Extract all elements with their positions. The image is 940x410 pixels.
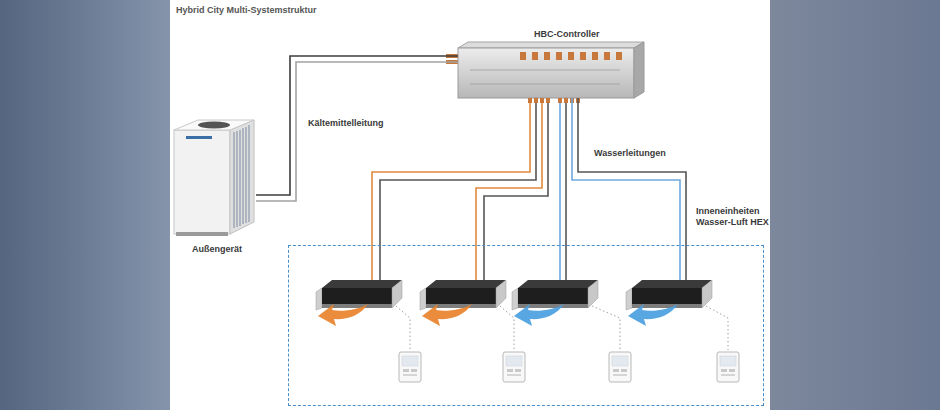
outdoor-unit-drawing-part	[249, 125, 250, 222]
indoor-units	[316, 280, 712, 310]
water-pipes-part	[679, 245, 681, 282]
hbc-controller-drawing-part	[634, 42, 644, 98]
pipe-line	[256, 56, 458, 195]
outdoor-unit-drawing-part	[198, 122, 230, 129]
outdoor-unit-drawing-part	[237, 131, 238, 227]
hbc-controller-drawing-part	[616, 52, 622, 60]
indoor-units-part	[316, 280, 402, 310]
outdoor-unit-drawing-part	[230, 120, 254, 234]
control-wiring-part	[396, 306, 410, 350]
node-label: HBC-Controller	[534, 29, 600, 40]
control-wiring-part	[592, 306, 620, 350]
wall-controllers-part	[399, 352, 421, 382]
pipe-label: Kältemittelleitung	[306, 118, 386, 129]
node-label: Inneneinheiten Wasser-Luft HEX	[696, 206, 782, 228]
outdoor-unit-drawing-part	[246, 127, 247, 223]
hbc-controller-drawing-part	[580, 52, 586, 60]
airflow-arrows-part	[514, 304, 564, 326]
hbc-controller-drawing-part	[592, 52, 598, 60]
water-pipes-part	[685, 245, 687, 282]
hbc-controller-drawing-part	[604, 52, 610, 60]
control-wiring-part	[500, 306, 514, 350]
wall-controllers	[399, 352, 739, 382]
outdoor-unit-drawing-part	[243, 128, 244, 224]
hbc-controller-drawing-part	[520, 52, 526, 60]
wall-controllers-part	[503, 352, 525, 382]
node-label: Außengerät	[192, 244, 242, 255]
outdoor-unit-drawing-part	[186, 136, 212, 139]
water-pipes-part	[565, 103, 567, 282]
hbc-controller-drawing-part	[470, 70, 620, 71]
outdoor-unit-drawing-part	[234, 132, 235, 228]
indoor-unit-group: Inneneinheiten Wasser-Luft HEX	[288, 245, 764, 406]
hbc-controller-drawing-part	[458, 42, 644, 48]
indoor-units-part	[512, 280, 598, 310]
pipe-connector	[572, 98, 686, 245]
hbc-controller-drawing-part	[564, 98, 568, 103]
outdoor-unit-drawing-part	[240, 130, 241, 226]
water-pipes-part	[372, 103, 530, 282]
pipe-line	[578, 98, 686, 245]
airflow-arrows-part	[318, 304, 368, 326]
water-pipes-part	[380, 103, 536, 282]
diagram-title: Hybrid City Multi-Systemstruktur	[176, 5, 317, 16]
outdoor-unit-drawing-part	[176, 232, 228, 236]
hbc-controller-drawing-part	[544, 52, 550, 60]
hbc-controller: HBC-Controller	[458, 48, 644, 98]
airflow-arrows	[318, 304, 678, 326]
backdrop-right	[770, 0, 940, 410]
water-pipes-part	[559, 103, 561, 282]
wall-controllers-part	[717, 352, 739, 382]
pipe-label: Wasserleitungen	[592, 148, 668, 159]
airflow-arrows-part	[422, 304, 472, 326]
control-wiring-part	[706, 306, 728, 350]
control-wiring	[396, 306, 728, 350]
outdoor-unit-drawing-part	[174, 130, 230, 234]
hbc-controller-drawing-part	[532, 52, 538, 60]
indoor-units-part	[420, 280, 506, 310]
hbc-controller-drawing-part	[568, 52, 574, 60]
hbc-controller-drawing-part	[546, 98, 550, 103]
pipe-connector	[256, 56, 458, 201]
wall-controllers-part	[609, 352, 631, 382]
hbc-controller-drawing	[446, 42, 644, 103]
outdoor-unit-drawing	[174, 120, 254, 236]
hbc-controller-drawing-part	[458, 48, 634, 98]
hbc-controller-drawing-part	[534, 98, 538, 103]
indoor-units-part	[626, 280, 712, 310]
hbc-controller-drawing-part	[540, 98, 544, 103]
water-pipes-part	[484, 103, 548, 282]
airflow-arrows-part	[628, 304, 678, 326]
hbc-controller-drawing-part	[470, 84, 620, 85]
pipe-line	[256, 62, 458, 201]
outdoor-unit: Außengerät	[172, 118, 256, 238]
water-pipes	[372, 103, 686, 282]
hbc-controller-drawing-part	[556, 52, 562, 60]
hbc-controller-drawing-part	[528, 98, 532, 103]
backdrop-left	[0, 0, 170, 410]
outdoor-unit-drawing-part	[174, 120, 254, 130]
water-pipes-part	[476, 103, 542, 282]
hbc-controller-drawing-part	[558, 98, 562, 103]
